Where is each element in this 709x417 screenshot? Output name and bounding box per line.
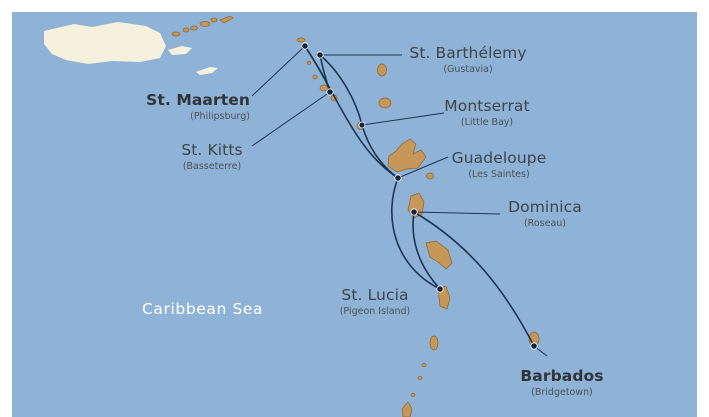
port-label-montserrat: Montserrat (Little Bay) [437, 97, 537, 128]
port-subtitle: (Basseterre) [182, 160, 242, 172]
leader-st-kitts [251, 91, 331, 147]
port-marker-barbados [530, 342, 538, 350]
pale-landmass [44, 22, 218, 75]
sea-label: Caribbean Sea [142, 300, 264, 318]
virgin-island [190, 25, 198, 31]
virgin-island [171, 31, 181, 37]
route-st-lucia-to-dominica [412, 211, 441, 290]
port-markers [301, 42, 538, 350]
port-subtitle: (Gustavia) [443, 63, 493, 75]
port-name: Guadeloupe [451, 149, 547, 167]
leader-dominica [413, 211, 501, 215]
port-marker-st-barthelemy [316, 51, 324, 59]
grenada-island [401, 401, 413, 417]
st-croix-shape [196, 67, 218, 75]
leader-lines [251, 45, 548, 357]
port-subtitle: (Bridgetown) [531, 386, 593, 398]
port-label-st-maarten: St. Maarten (Philipsburg) [112, 91, 250, 122]
port-name: St. Lucia [341, 286, 409, 304]
port-name: Barbados [520, 367, 604, 385]
martinique-island [425, 240, 453, 270]
route-guadeloupe-to-st-lucia [391, 177, 441, 290]
route-dominica-to-barbados [413, 211, 535, 347]
port-label-st-kitts: St. Kitts (Basseterre) [167, 141, 257, 172]
port-subtitle: (Pigeon Island) [339, 305, 411, 317]
port-marker-guadeloupe [394, 174, 402, 182]
port-subtitle: (Les Saintes) [468, 168, 530, 180]
st-vincent-island [429, 335, 439, 351]
anguilla-island [296, 37, 306, 43]
virgin-island [210, 17, 218, 23]
port-name: St. Maarten [146, 91, 250, 109]
route-montserrat-to-guadeloupe [361, 124, 399, 179]
leader-montserrat [361, 112, 445, 126]
port-label-st-barthelemy: St. Barthélemy (Gustavia) [398, 44, 538, 75]
marie-galante-island [426, 172, 434, 180]
sea [12, 12, 697, 417]
port-marker-dominica [410, 208, 418, 216]
port-name: Montserrat [444, 97, 530, 115]
port-marker-st-lucia [436, 285, 444, 293]
port-name: Dominica [508, 198, 582, 216]
vieques-shape [168, 46, 192, 55]
barbuda-island [377, 63, 387, 77]
statia-island [312, 74, 318, 80]
guadeloupe-island [387, 138, 427, 173]
port-marker-montserrat [358, 121, 366, 129]
grenadine-island [421, 363, 427, 367]
route-st-barthelemy-to-montserrat [319, 54, 363, 126]
cruise-route [304, 45, 535, 347]
port-subtitle: (Roseau) [523, 217, 567, 229]
port-label-st-lucia: St. Lucia (Pigeon Island) [320, 286, 430, 317]
saba-island [306, 61, 312, 65]
port-name: St. Barthélemy [409, 44, 527, 62]
port-name: St. Kitts [181, 141, 243, 159]
port-subtitle: (Philipsburg) [190, 110, 250, 122]
grenadine-island [410, 393, 416, 397]
anegada-island [219, 15, 234, 24]
leader-st-maarten [251, 45, 306, 97]
grenadine-island [417, 376, 423, 380]
port-marker-st-kitts [326, 88, 334, 96]
antigua-island [378, 97, 392, 109]
leader-guadeloupe [397, 156, 449, 179]
port-label-barbados: Barbados (Bridgetown) [512, 367, 612, 398]
port-label-dominica: Dominica (Roseau) [495, 198, 595, 229]
virgin-island [199, 21, 211, 27]
port-marker-st-maarten [301, 42, 309, 50]
port-label-guadeloupe: Guadeloupe (Les Saintes) [442, 149, 556, 180]
port-subtitle: (Little Bay) [460, 116, 514, 128]
puerto-rico-shape [44, 22, 166, 64]
st-kitts-island [319, 84, 329, 92]
route-st-maarten-to-guadeloupe [304, 45, 399, 179]
virgin-island [182, 27, 190, 33]
